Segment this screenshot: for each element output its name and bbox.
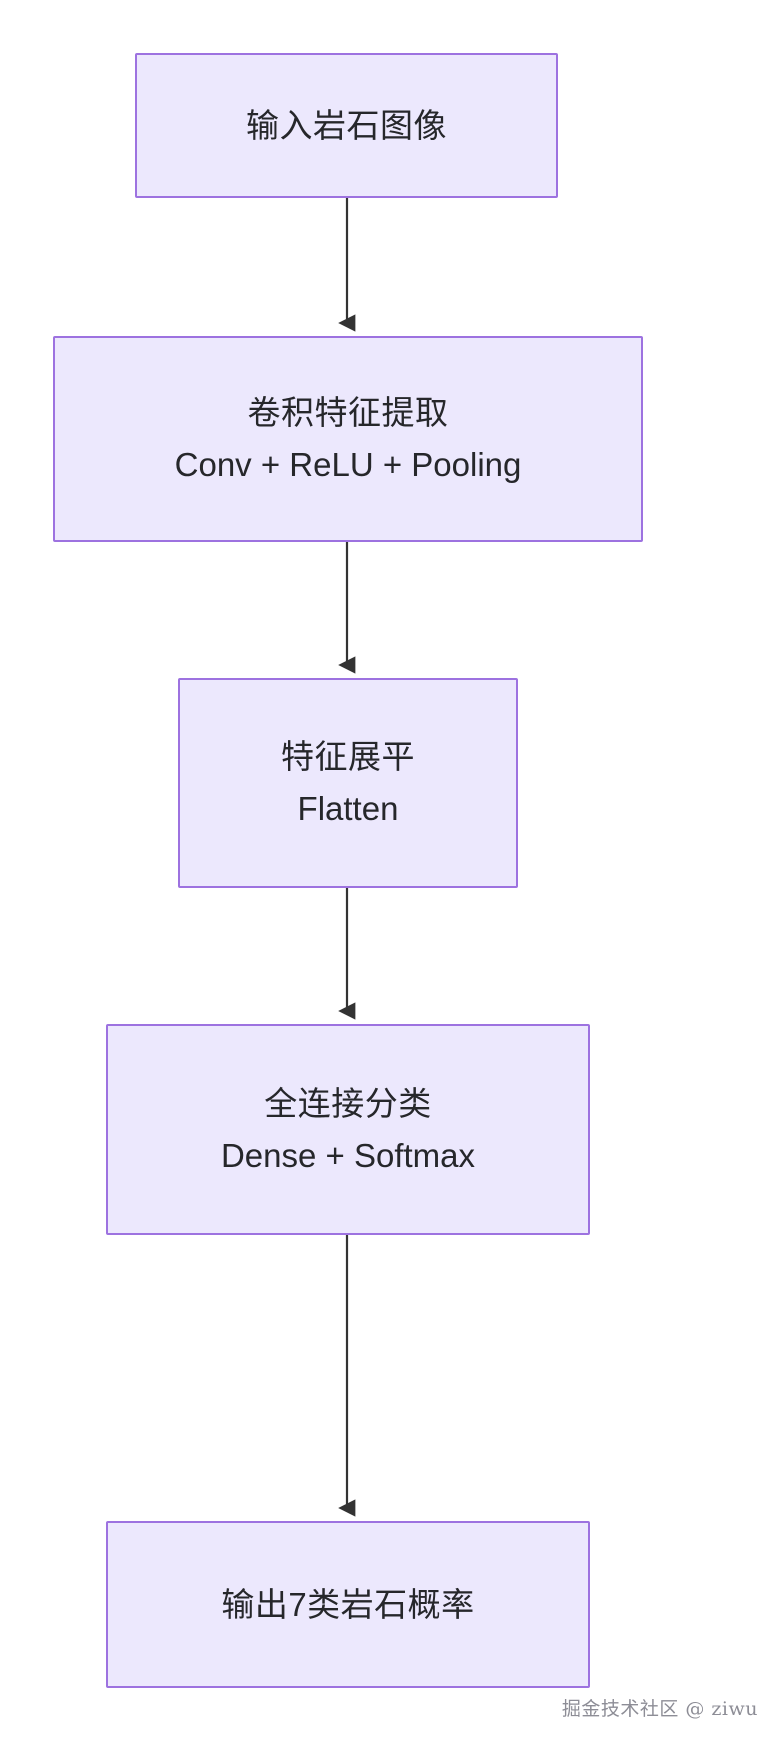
node-conv-label-en: Conv + ReLU + Pooling <box>174 446 522 483</box>
node-flatten-label-en: Flatten <box>297 790 399 827</box>
node-conv-feature-extraction[interactable]: 卷积特征提取 Conv + ReLU + Pooling <box>53 336 643 542</box>
watermark-text: 掘金技术社区 @ ziwu <box>561 1698 758 1720</box>
node-output-probabilities[interactable]: 输出7类岩石概率 <box>106 1521 590 1688</box>
node-dense-label-en: Dense + Softmax <box>220 1136 476 1174</box>
node-input-label-cn: 输入岩石图像 <box>246 106 447 144</box>
node-input-rock-image[interactable]: 输入岩石图像 <box>135 53 558 198</box>
node-conv-label-cn: 卷积特征提取 <box>247 394 449 432</box>
node-dense-label-cn: 全连接分类 <box>264 1084 432 1122</box>
node-flatten[interactable]: 特征展平 Flatten <box>178 678 518 888</box>
node-output-label-cn: 输出7类岩石概率 <box>221 1585 475 1623</box>
node-flatten-label-cn: 特征展平 <box>281 738 415 776</box>
node-dense-classification[interactable]: 全连接分类 Dense + Softmax <box>106 1024 590 1235</box>
